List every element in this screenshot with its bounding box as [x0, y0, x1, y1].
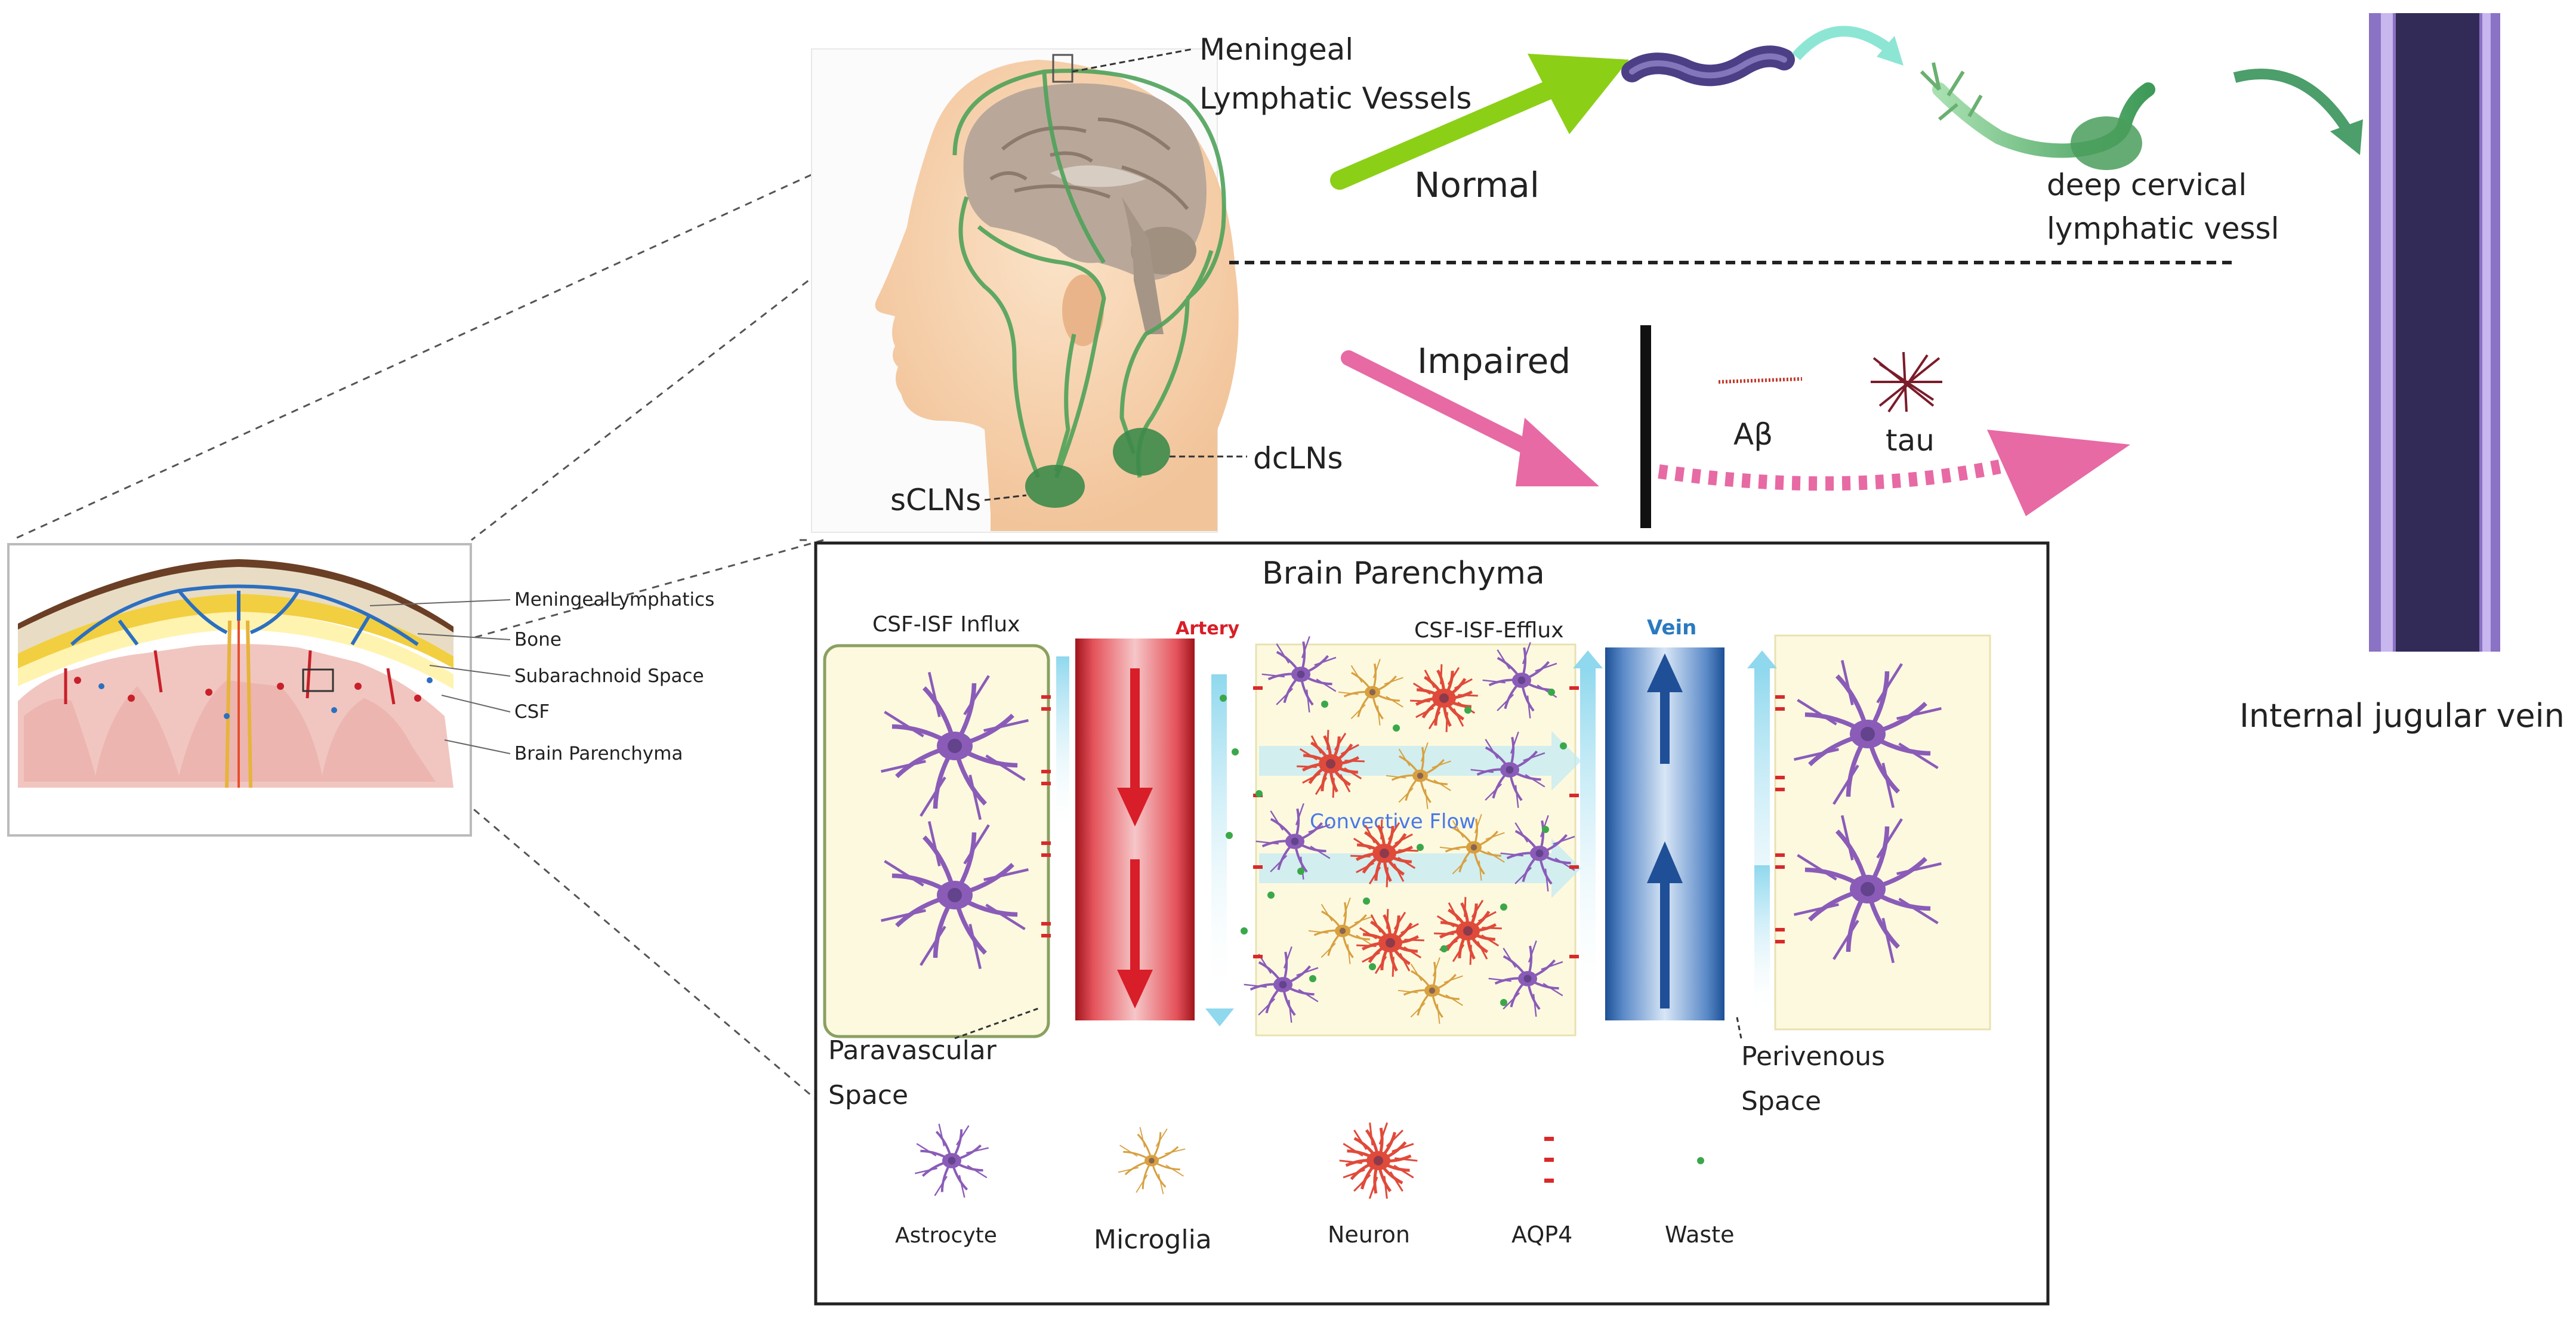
- legend: Astrocyte Microglia Neuron AQP4 Waste: [895, 1122, 1735, 1255]
- astrocyte: [1488, 940, 1563, 1017]
- aqp4-marker: [1041, 853, 1051, 857]
- aqp4-marker: [1041, 922, 1051, 926]
- label-perivenous-line2: Space: [1741, 1086, 1821, 1116]
- label-sclns: sCLNs: [890, 483, 981, 517]
- aqp4-marker: [1569, 686, 1579, 690]
- aqp4-marker: [1775, 865, 1785, 869]
- label-bone: Bone: [514, 629, 562, 650]
- aqp4-marker: [1775, 695, 1785, 699]
- label-meningeal-line2: Lymphatic Vessels: [1199, 81, 1471, 116]
- aqp4-marker: [1775, 853, 1785, 857]
- label-dclns: dcLNs: [1253, 441, 1343, 476]
- neuron-icon: [1339, 1122, 1418, 1199]
- aqp4-marker: [1775, 928, 1785, 932]
- microglia: [1439, 814, 1505, 881]
- astrocyte: [881, 672, 1029, 820]
- normal-arrowhead: [1528, 54, 1629, 134]
- legend-aqp4: AQP4: [1511, 1222, 1572, 1248]
- normal-pathway: Normal deep cervical lymphatic vessl: [1229, 26, 2363, 264]
- astrocyte-icon: [915, 1124, 989, 1198]
- label-efflux: CSF-ISF-Efflux: [1414, 618, 1564, 643]
- astrocyte-cells: [881, 636, 1942, 1024]
- neuron: [1410, 664, 1478, 732]
- aqp4-icon: [1544, 1179, 1554, 1183]
- head-illustration: Meningeal Lymphatic Vessels dcLNs sCLNs: [811, 32, 1471, 533]
- impaired-arrowhead: [1516, 418, 1599, 486]
- neuron: [1297, 730, 1365, 798]
- microglia: [1308, 897, 1374, 964]
- label-influx: CSF-ISF Influx: [872, 612, 1020, 637]
- aqp4-marker: [1775, 940, 1785, 943]
- artery: Artery: [1075, 618, 1239, 1020]
- astrocyte: [1470, 731, 1545, 808]
- legend-icons: [915, 1122, 1704, 1199]
- aqp4-marker: [1041, 934, 1051, 937]
- astrocyte: [1482, 641, 1557, 718]
- aqp4-marker: [1253, 955, 1263, 958]
- neuron: [1350, 819, 1418, 887]
- legend-microglia: Microglia: [1094, 1225, 1212, 1255]
- aqp4-icon: [1544, 1158, 1554, 1162]
- aqp4-marker: [1041, 770, 1051, 773]
- label-deep-line1: deep cervical: [2047, 168, 2247, 202]
- label-perivenous-line1: Perivenous: [1741, 1041, 1885, 1072]
- legend-neuron: Neuron: [1328, 1222, 1410, 1248]
- label-meningeal-lymphatics: MeningealLymphatics: [514, 589, 714, 610]
- aqp4-marker: [1041, 695, 1051, 699]
- microglia: [1397, 957, 1463, 1024]
- label-deep-line2: lymphatic vessl: [2047, 211, 2279, 246]
- aqp4-marker: [1569, 955, 1579, 958]
- label-vein: Vein: [1647, 616, 1696, 640]
- aqp4-marker: [1041, 782, 1051, 785]
- cross-section-inset: MeningealLymphatics Bone Subarachnoid Sp…: [7, 543, 714, 837]
- aqp4-marker: [1775, 707, 1785, 711]
- parenchyma-title: Brain Parenchyma: [1262, 556, 1545, 591]
- aqp4-marker: [1569, 794, 1579, 797]
- internal-jugular-vein: Internal jugular vein: [2239, 13, 2565, 735]
- aqp4-marker: [1775, 776, 1785, 779]
- vein: Vein: [1605, 616, 1724, 1020]
- label-paravascular-line1: Paravascular: [828, 1035, 997, 1066]
- astrocyte: [1500, 815, 1575, 892]
- label-subarachnoid-space: Subarachnoid Space: [514, 665, 704, 687]
- legend-waste: Waste: [1665, 1222, 1735, 1248]
- aqp4-marker: [1253, 686, 1263, 690]
- label-brain-parenchyma: Brain Parenchyma: [514, 743, 683, 764]
- astrocyte: [881, 821, 1029, 969]
- microglia: [1386, 742, 1451, 809]
- label-normal: Normal: [1414, 165, 1540, 205]
- neuron: [1356, 909, 1424, 977]
- aqp4-marker: [1041, 841, 1051, 845]
- label-artery: Artery: [1176, 618, 1239, 639]
- astrocyte: [1244, 946, 1319, 1023]
- label-csf: CSF: [514, 701, 550, 723]
- aqp4-icon: [1544, 1137, 1554, 1141]
- neuron: [1434, 897, 1502, 965]
- waste-icon: [1697, 1157, 1704, 1164]
- aqp4-marker: [1041, 707, 1051, 711]
- legend-astrocyte: Astrocyte: [895, 1223, 997, 1248]
- label-abeta: Aβ: [1733, 417, 1773, 452]
- label-impaired: Impaired: [1417, 341, 1571, 381]
- astrocyte: [1255, 803, 1331, 880]
- label-ijv: Internal jugular vein: [2239, 697, 2565, 735]
- label-meningeal-line1: Meningeal: [1199, 32, 1353, 67]
- label-tau: tau: [1886, 423, 1935, 458]
- aqp4-marker: [1569, 865, 1579, 869]
- impaired-pathway: Impaired Aβ tau: [1341, 325, 2130, 528]
- parenchyma-box: Brain Parenchyma CSF-ISF Influx CSF-ISF-…: [814, 541, 2050, 1306]
- aqp4-marker: [1253, 865, 1263, 869]
- microglia-icon: [1118, 1127, 1186, 1195]
- astrocyte: [1794, 815, 1942, 963]
- aqp4-marker: [1775, 788, 1785, 791]
- astrocyte: [1261, 636, 1337, 713]
- label-paravascular-line2: Space: [828, 1080, 908, 1111]
- astrocyte: [1794, 660, 1942, 808]
- microglia: [1338, 659, 1403, 726]
- waste-particles: [1220, 689, 1567, 1006]
